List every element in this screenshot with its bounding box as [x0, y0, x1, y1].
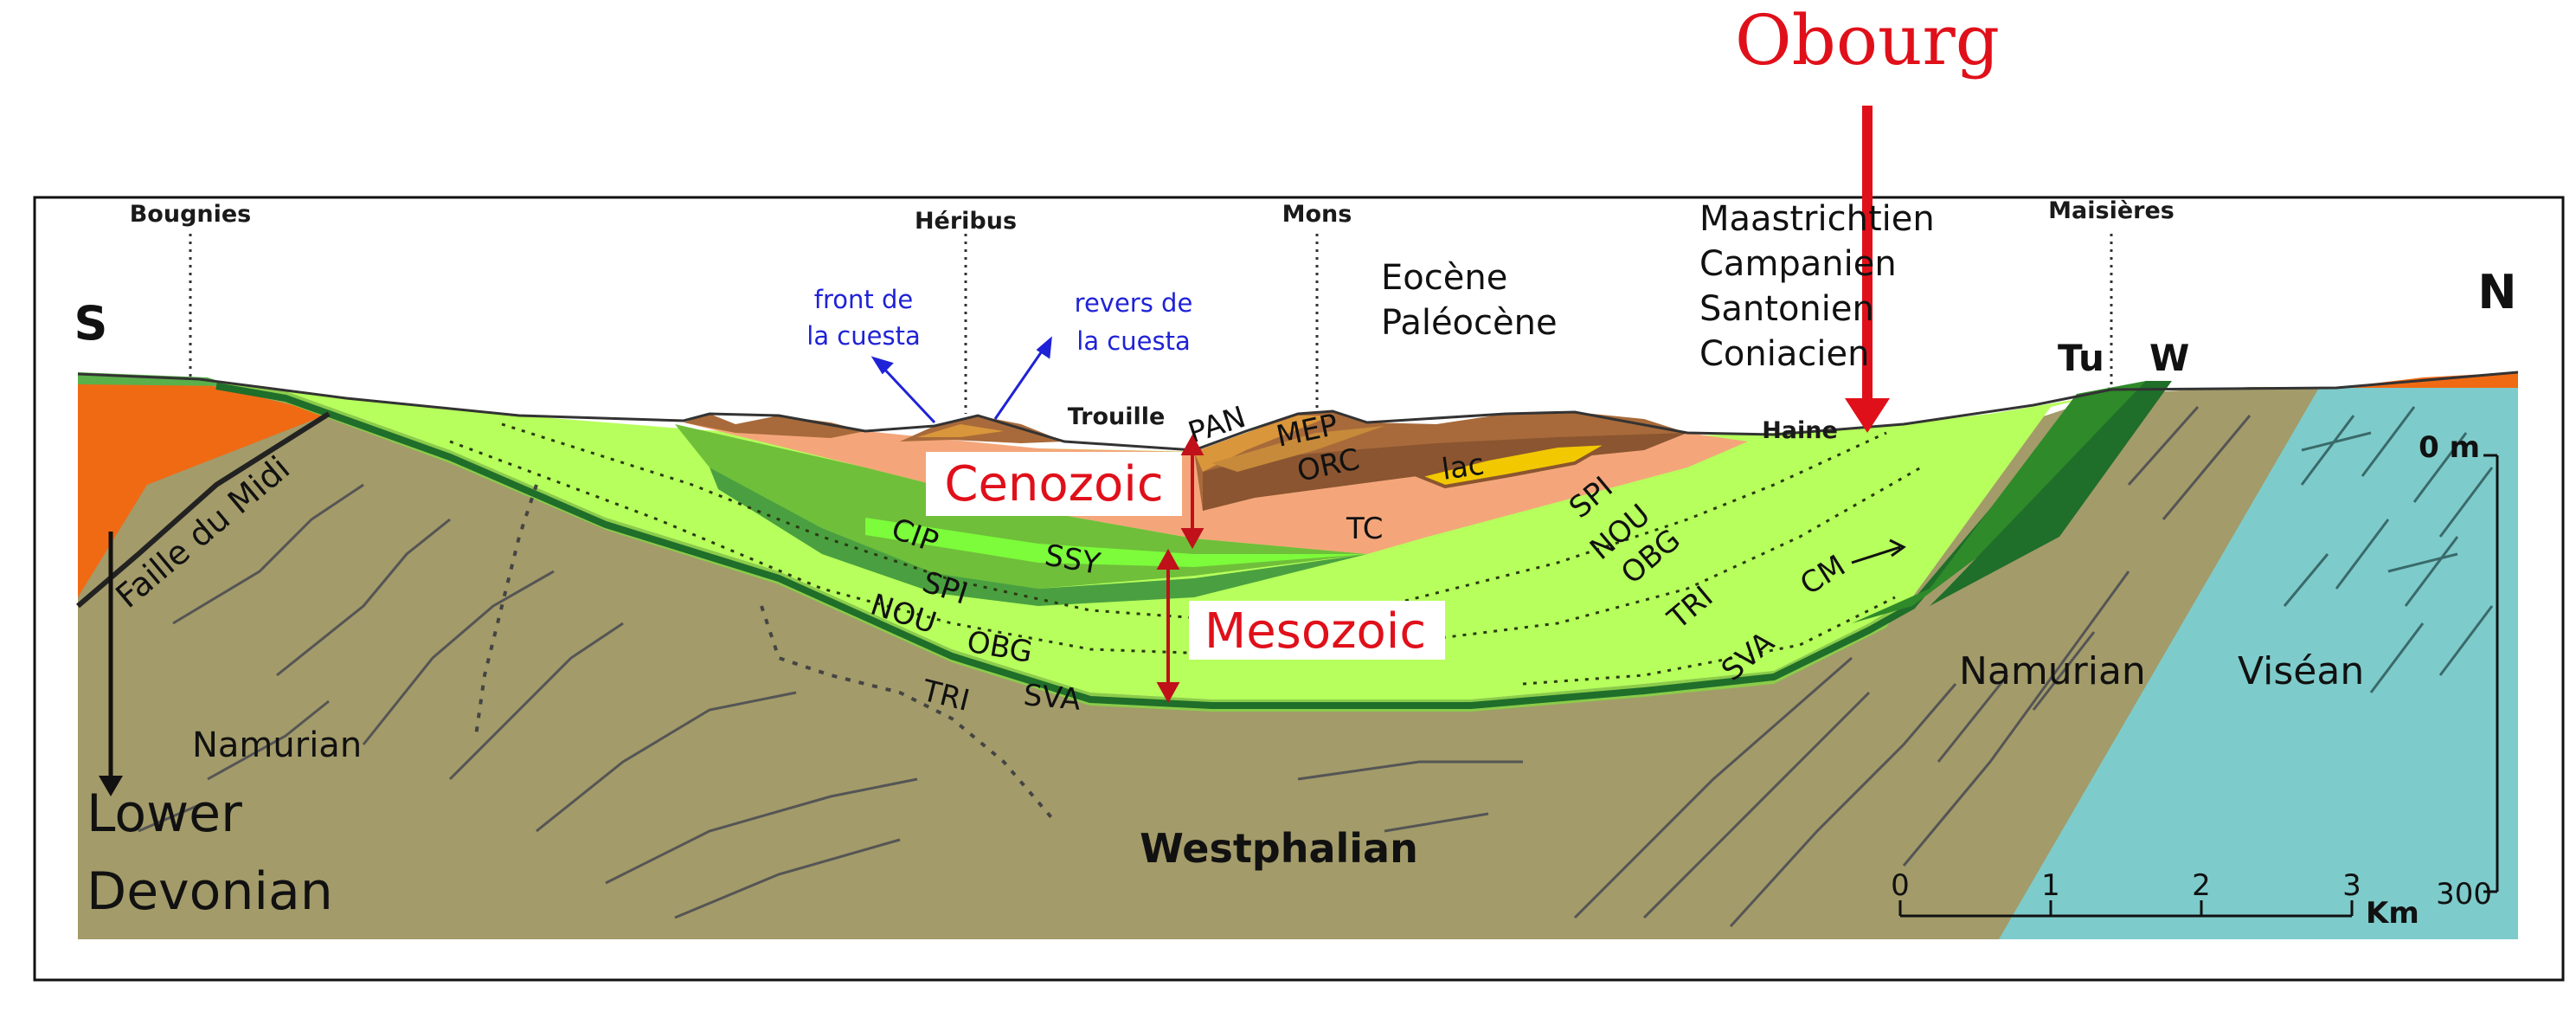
stage-paleocene: Paléocène [1381, 303, 1558, 343]
mep-layer [1211, 426, 1384, 472]
depth-scale [2483, 454, 2499, 893]
stage-eocene: Eocène [1381, 258, 1507, 298]
label-trouille: Trouille [1068, 403, 1166, 430]
obourg-label: Obourg [1735, 0, 2000, 81]
location-ticks [189, 234, 2113, 414]
formation-lac: lac [1440, 447, 1487, 487]
ssy-bright-strip [865, 518, 1367, 567]
cuesta-front-line1: front de [814, 285, 913, 314]
basement-fold-lines [138, 406, 2252, 928]
scale-tick-3: 3 [2342, 868, 2361, 903]
cuesta-arrows [870, 336, 1052, 424]
cuesta-revers-line1: revers de [1075, 288, 1193, 318]
ssy-band [710, 467, 1367, 606]
basal-cretaceous-line [215, 383, 2114, 709]
era-mesozoic: Mesozoic [1204, 603, 1426, 660]
scale-tick-2: 2 [2192, 868, 2211, 903]
stage-maastrichtian: Maastrichtien [1699, 199, 1935, 239]
visean-hatching [2283, 406, 2494, 693]
direction-south: S [74, 296, 108, 351]
stage-santonian: Santonien [1699, 289, 1874, 329]
era-arrows [1156, 434, 1204, 704]
cuesta-revers-line2: la cuesta [1076, 326, 1190, 356]
label-mons: Mons [1282, 201, 1352, 228]
cuesta-front-line2: la cuesta [806, 321, 920, 351]
label-namurian-right: Namurian [1959, 649, 2146, 693]
heribus-hill-cap [917, 424, 1004, 437]
formation-sva-left: SVA [1022, 678, 1082, 718]
label-lower-devonian-2: Devonian [87, 861, 333, 922]
tertiary-brown-cap-left [684, 414, 865, 438]
scale-tick-1: 1 [2041, 868, 2060, 903]
pan-layer [1194, 416, 1333, 472]
label-maisieres: Maisières [2048, 197, 2175, 224]
lower-devonian-wedge [78, 379, 329, 597]
visean-layer [1999, 388, 2518, 939]
direction-north: N [2477, 265, 2516, 319]
label-visean: Viséan [2238, 649, 2364, 693]
label-namurian-left: Namurian [192, 725, 362, 765]
label-lower-devonian-1: Lower [87, 783, 242, 844]
formation-tc: TC [1346, 512, 1384, 546]
label-heribus: Héribus [915, 208, 1017, 235]
km-scale [1898, 900, 2354, 918]
mesozoic-box [1189, 601, 1445, 660]
label-bougnies: Bougnies [130, 201, 252, 228]
obourg-arrow-head [1845, 398, 1890, 433]
cm-arrow [1851, 538, 1906, 564]
scale-tick-0: 0 [1891, 868, 1910, 903]
formation-tu: Tu [2058, 337, 2104, 379]
label-westphalian: Westphalian [1140, 825, 1418, 872]
depth-top-label: 0 m [2419, 430, 2480, 465]
stage-campanian: Campanien [1699, 244, 1897, 284]
stage-coniacian: Coniacien [1699, 334, 1869, 374]
devonian-arrow-head [99, 776, 123, 796]
scale-km-unit: Km [2366, 896, 2419, 931]
basement-paleozoic-layer [78, 379, 2509, 939]
wealden-wedge [1930, 381, 2172, 606]
ground-surface [77, 371, 2519, 452]
basement-dashed-lines [474, 484, 1057, 824]
depth-bottom-label: 300 [2436, 877, 2492, 912]
cenozoic-box [926, 452, 1182, 516]
formation-w: W [2149, 337, 2189, 379]
era-cenozoic: Cenozoic [944, 456, 1163, 512]
lac-lens [1413, 442, 1610, 489]
faille-du-midi-line [76, 411, 331, 609]
label-haine: Haine [1762, 417, 1838, 444]
turonian-wedge [1852, 381, 2163, 623]
